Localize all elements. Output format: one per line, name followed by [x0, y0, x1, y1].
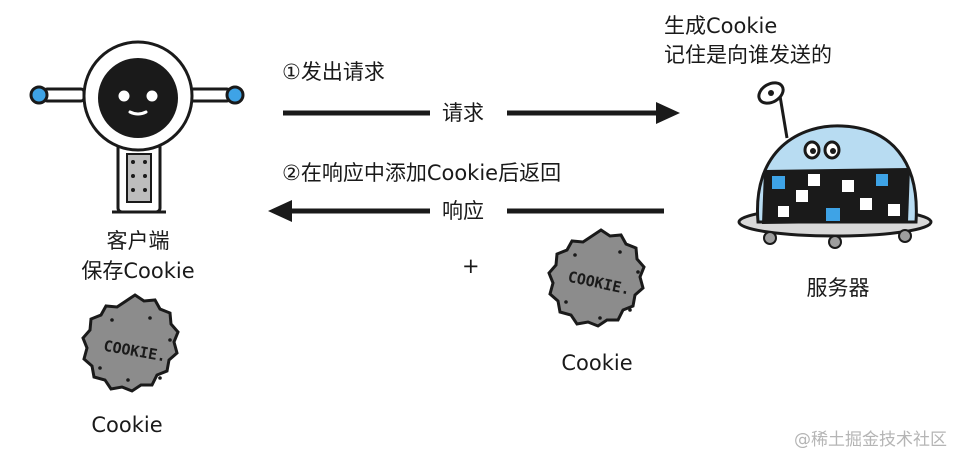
server-screen [762, 168, 910, 224]
request-arrow [283, 102, 680, 124]
client-cookie-icon: COOKIE. [81, 293, 180, 393]
server-robot-icon [737, 81, 933, 249]
client-label-line2: 保存Cookie [81, 259, 195, 283]
step1-label: ①发出请求 [282, 60, 385, 84]
response-cookie-caption: Cookie [561, 351, 633, 375]
server-note-line1: 生成Cookie [664, 14, 778, 38]
client-label-line1: 客户端 [106, 229, 170, 253]
server-label: 服务器 [806, 276, 870, 300]
server-note-line2: 记住是向谁发送的 [664, 43, 832, 67]
response-arrow [268, 200, 664, 222]
step2-label: ②在响应中添加Cookie后返回 [282, 161, 562, 185]
client-robot-icon [29, 40, 245, 214]
response-arrow-label: 响应 [442, 199, 484, 223]
watermark: @稀土掘金技术社区 [794, 430, 947, 450]
request-arrow-label: 请求 [442, 101, 484, 125]
robot-right-arm [188, 85, 245, 105]
robot-face [98, 58, 178, 138]
plus-sign: + [462, 254, 480, 278]
response-cookie-icon: COOKIE. [547, 228, 646, 328]
robot-left-arm [29, 85, 86, 105]
client-cookie-caption: Cookie [91, 413, 163, 437]
